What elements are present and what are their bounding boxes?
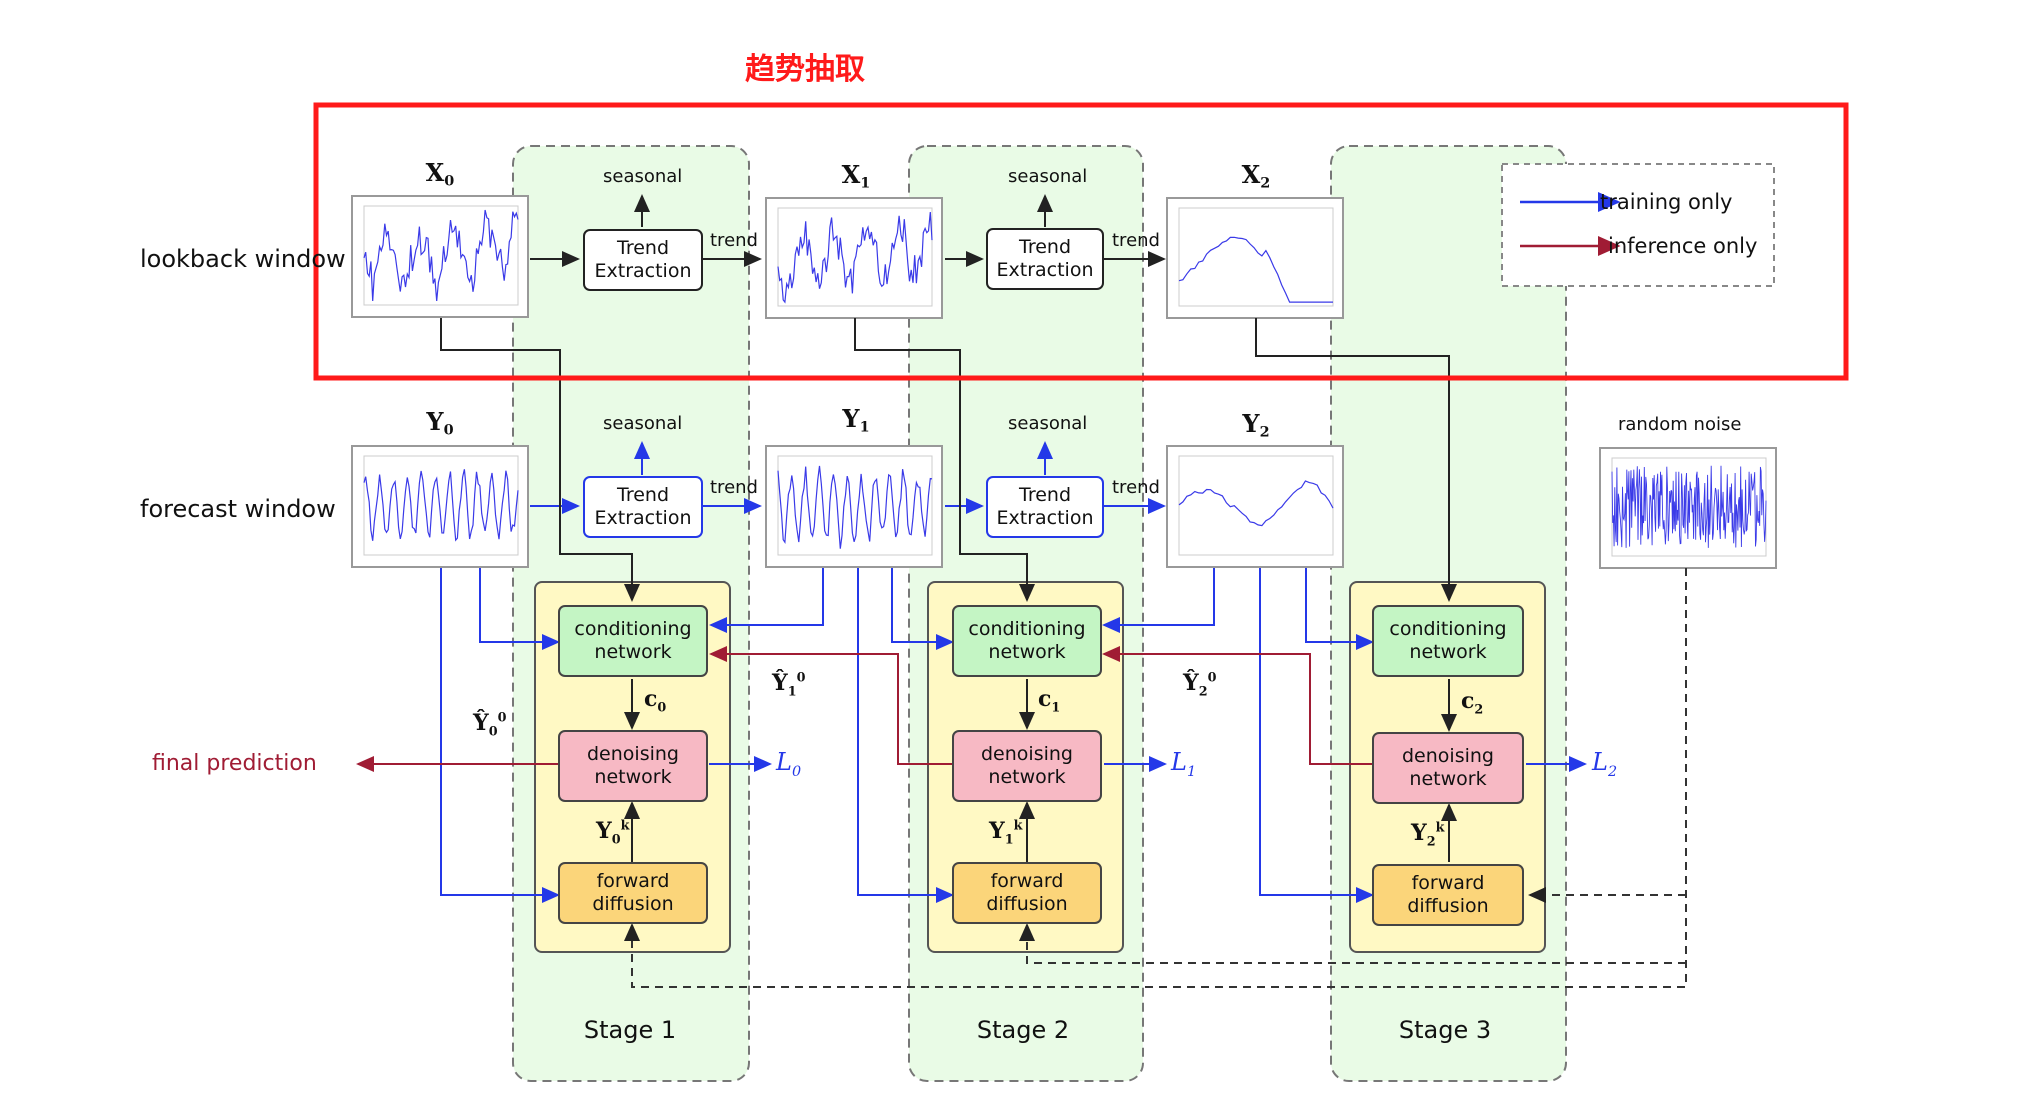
yhat-1-label: Ŷ10	[772, 670, 806, 700]
noisy-y2-label: Y2k	[1411, 820, 1445, 850]
plot-y0-axes	[363, 455, 519, 556]
plot-x1-axes	[777, 207, 933, 307]
yhat-2-label: Ŷ20	[1183, 670, 1217, 700]
trend-label-2: trend	[1112, 230, 1160, 251]
cond-var-c1: c1	[1038, 686, 1061, 716]
plot-x2-frame	[1166, 197, 1344, 319]
yhat-0-label: Ŷ00	[473, 710, 507, 740]
plot-x1-line	[777, 211, 933, 304]
plot-x2-line	[1178, 236, 1333, 303]
loss-l1: L1	[1171, 748, 1197, 780]
legend-inference-label: inference only	[1608, 234, 1758, 258]
plot-y1-frame	[765, 445, 943, 568]
random-noise-label: random noise	[1618, 414, 1742, 435]
plot-y2-line	[1178, 480, 1334, 527]
seasonal-label-3: seasonal	[603, 413, 683, 434]
plot-y1-line	[777, 465, 933, 549]
plot-y1-axes	[777, 455, 933, 556]
stage-3-label: Stage 3	[1398, 1016, 1492, 1044]
trend-label-4: trend	[1112, 477, 1160, 498]
plot-y2-axes	[1178, 455, 1334, 556]
cond-var-c2: c2	[1461, 688, 1484, 718]
plot-x2-axes	[1178, 207, 1334, 307]
caption-y1: Y1	[842, 404, 870, 436]
seasonal-label-2: seasonal	[1008, 166, 1088, 187]
caption-y0: Y0	[426, 407, 454, 439]
plot-x1-frame	[765, 197, 943, 319]
lookback-window-label: lookback window	[140, 245, 346, 273]
final-prediction-label: final prediction	[152, 751, 317, 776]
noisy-y0-label: Y0k	[596, 818, 630, 848]
plot-x0-axes	[363, 205, 519, 306]
stage-2-label: Stage 2	[976, 1016, 1070, 1044]
cond-var-c0: c0	[644, 686, 667, 716]
seasonal-label-4: seasonal	[1008, 413, 1088, 434]
noisy-y1-label: Y1k	[989, 818, 1023, 848]
stage-1-label: Stage 1	[583, 1016, 677, 1044]
plot-y0-line	[363, 469, 519, 542]
plot-y2-frame	[1166, 445, 1344, 568]
caption-x0: X0	[425, 158, 455, 190]
highlight-frame	[313, 102, 1849, 381]
legend-training-label: training only	[1600, 190, 1733, 214]
plot-noise-line	[1611, 465, 1767, 548]
caption-x1: X1	[841, 160, 871, 192]
caption-x2: X2	[1241, 160, 1271, 192]
forecast-window-label: forecast window	[140, 495, 336, 523]
legend-box	[1501, 163, 1775, 287]
seasonal-label-1: seasonal	[603, 166, 683, 187]
loss-l2: L2	[1592, 748, 1618, 780]
annotation-title: 趋势抽取	[745, 52, 865, 87]
loss-l0: L0	[776, 748, 802, 780]
plot-x0-line	[363, 209, 519, 302]
trend-label-1: trend	[710, 230, 758, 251]
caption-y2: Y2	[1242, 409, 1270, 441]
trend-label-3: trend	[710, 477, 758, 498]
